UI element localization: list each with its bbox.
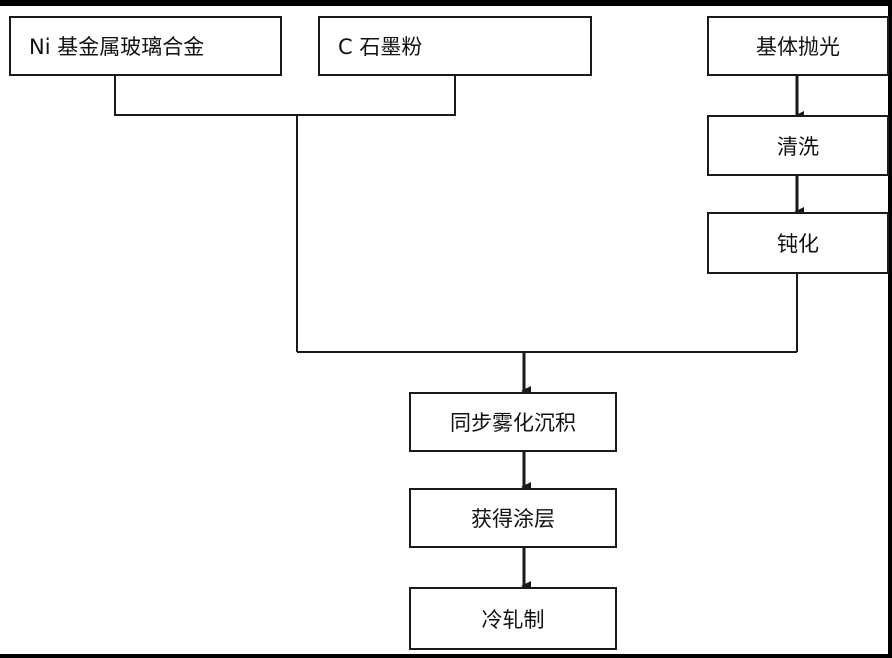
- node-clean: 清洗: [707, 115, 889, 176]
- flowchart-canvas: Ni 基金属玻璃合金 C 石墨粉 基体抛光 清洗 钝化 同步雾化沉积 获得涂层 …: [0, 6, 889, 654]
- node-polish-label: 基体抛光: [756, 35, 840, 59]
- node-cold-roll-label: 冷轧制: [481, 607, 545, 632]
- node-clean-label: 清洗: [777, 134, 819, 159]
- node-polish: 基体抛光: [707, 16, 889, 76]
- material-merge-bracket: [114, 74, 456, 116]
- node-graphite: C 石墨粉: [318, 16, 592, 76]
- node-cold-roll: 冷轧制: [409, 587, 617, 650]
- flowchart-connectors: [114, 74, 804, 591]
- node-ni-alloy: Ni 基金属玻璃合金: [9, 16, 282, 76]
- node-passivate: 钝化: [707, 212, 889, 274]
- node-passivate-label: 钝化: [777, 232, 819, 256]
- node-ni-alloy-label: Ni 基金属玻璃合金: [29, 35, 205, 59]
- node-coating-label: 获得涂层: [471, 507, 555, 531]
- node-coating: 获得涂层: [409, 488, 617, 548]
- node-deposit: 同步雾化沉积: [409, 392, 617, 452]
- node-graphite-label: C 石墨粉: [338, 35, 423, 59]
- node-deposit-label: 同步雾化沉积: [450, 411, 576, 435]
